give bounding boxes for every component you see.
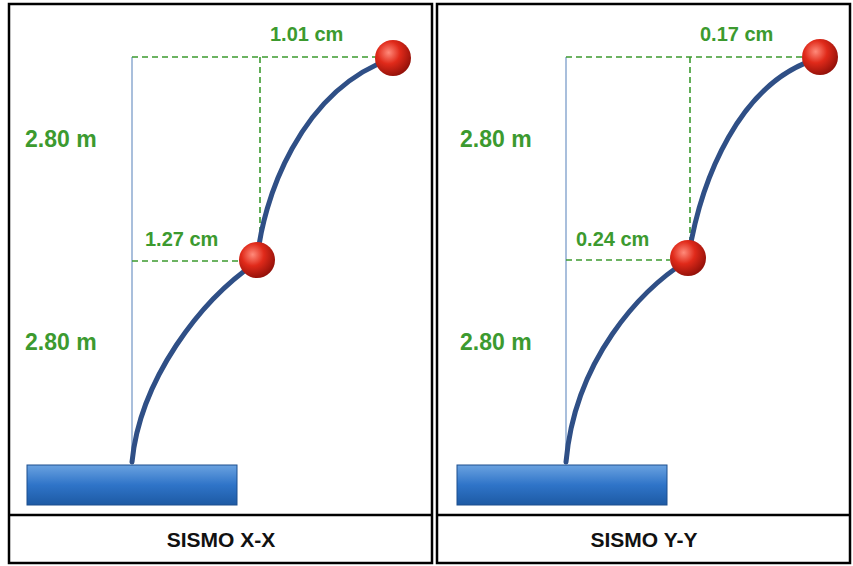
deformed-column [132,58,393,462]
dimension-label: 2.80 m [25,128,97,151]
caption-text: SISMO X-X [167,528,276,552]
dimension-label: 0.24 cm [576,229,649,249]
caption-cell: SISMO Y-Y [439,517,849,562]
caption-cell: SISMO X-X [11,517,431,562]
dimension-label: 1.27 cm [145,229,218,249]
dimension-label: 2.80 m [25,331,97,354]
dimension-label: 2.80 m [460,331,532,354]
foundation [27,465,237,505]
panel-frame [437,4,850,563]
dimension-lines [132,57,384,261]
floor-mass [375,40,411,76]
caption-text: SISMO Y-Y [591,528,698,552]
deformed-column [566,58,820,462]
reference-line [131,57,133,462]
panel-divider [9,514,432,517]
dimension-label: 0.17 cm [700,24,773,44]
panel-divider [437,514,850,517]
dimension-label: 2.80 m [460,128,532,151]
floor-mass [802,39,838,75]
floor-mass [239,242,275,278]
panel-frame [9,4,432,563]
dimension-lines [566,57,810,260]
foundation [457,465,667,505]
dimension-label: 1.01 cm [270,24,343,44]
floor-mass [670,240,706,276]
